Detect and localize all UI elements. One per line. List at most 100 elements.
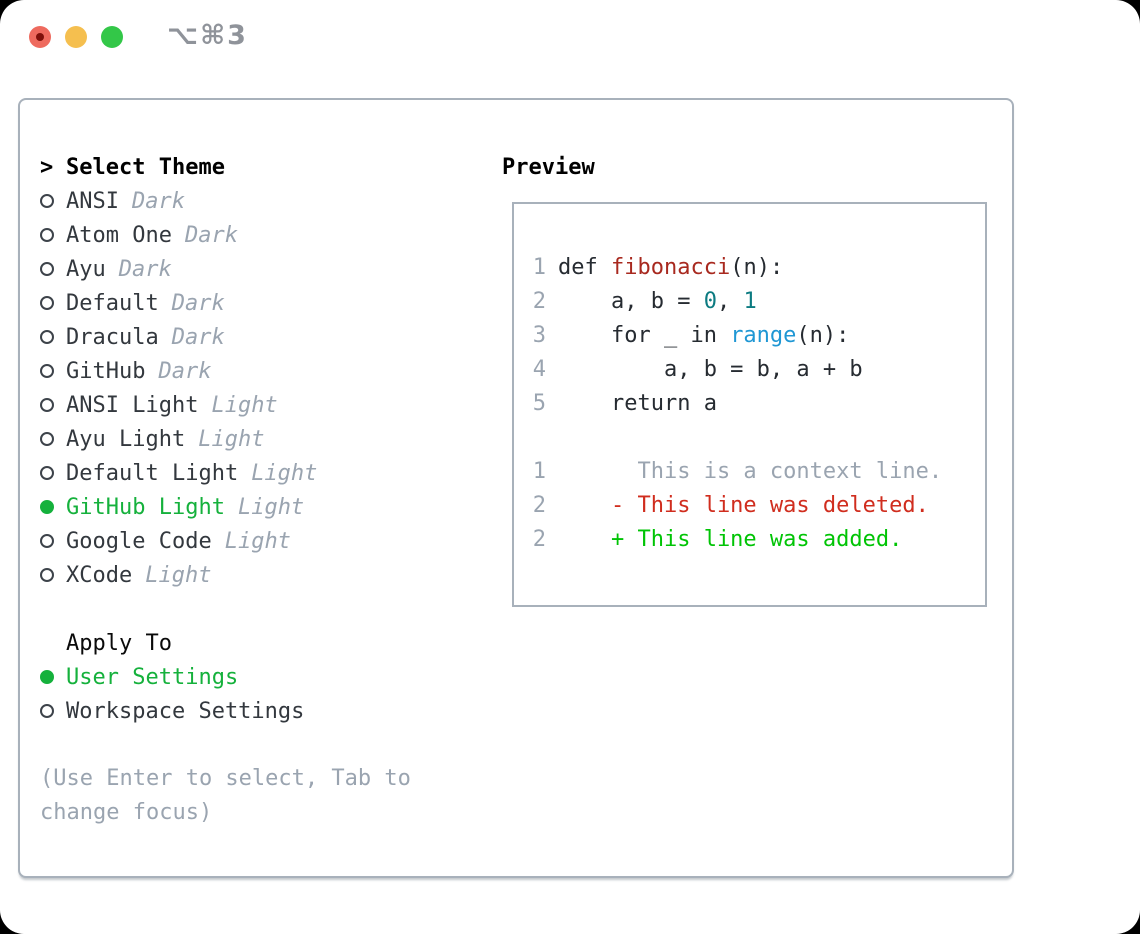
theme-variant-label: Light [198,426,265,452]
code-segment: (n): [730,254,784,280]
code-line [532,420,985,454]
code-content: This is a context line. [558,459,942,484]
theme-name: GitHub Light [66,494,225,520]
theme-list-title: Select Theme [66,154,225,180]
theme-name: Ayu [66,256,106,282]
code-segment: 1 [743,288,757,314]
theme-name: GitHub [66,358,146,384]
theme-variant-label: Dark [118,256,172,282]
code-content: + This line was added. [558,527,902,552]
theme-variant-label: Light [145,562,212,588]
code-line: 3 for _ in range(n): [532,318,985,352]
theme-name: ANSI Light [66,392,199,418]
code-content: a, b = 0, 1 [558,289,757,314]
theme-option[interactable]: Atom One Dark [40,218,480,252]
apply-to-label: User Settings [66,664,239,690]
theme-option[interactable]: Dracula Dark [40,320,480,354]
code-line: 1 def fibonacci(n): [532,250,985,284]
code-line: 2 + This line was added. [532,522,985,556]
section-gap [40,592,480,626]
radio-icon [40,228,66,242]
theme-name: Ayu Light [66,426,186,452]
line-number: 5 [532,390,546,416]
radio-icon [40,364,66,378]
close-dot-icon [36,33,44,41]
theme-name: ANSI [66,188,119,214]
radio-icon [40,704,66,718]
code-content: - This line was deleted. [558,493,929,518]
theme-variant-label: Light [224,528,291,554]
code-content: a, b = b, a + b [558,357,863,382]
line-number: 3 [532,322,546,348]
theme-option[interactable]: ANSI Light Light [40,388,480,422]
radio-icon [40,296,66,310]
theme-option[interactable]: Ayu Dark [40,252,480,286]
section-gap [40,728,480,762]
code-segment: def [558,254,611,280]
traffic-lights [29,26,123,48]
theme-name: Atom One [66,222,172,248]
radio-icon [40,194,66,208]
theme-option[interactable]: GitHub Dark [40,354,480,388]
theme-name: Dracula [66,324,159,350]
apply-to-title: Apply To [66,630,172,656]
code-segment: for _ in [558,322,731,348]
code-segment: This is a context line. [558,458,943,484]
code-content: return a [558,391,717,416]
minimize-button[interactable] [65,26,87,48]
theme-variant-label: Dark [171,290,225,316]
theme-variant-label: Light [251,460,318,486]
theme-variant-label: Light [237,494,305,520]
code-line: 2 - This line was deleted. [532,488,985,522]
preview-title: Preview [502,154,595,180]
radio-icon [40,432,66,446]
radio-selected-icon [40,670,66,684]
line-number: 1 [532,254,546,280]
line-number: 2 [532,288,546,314]
code-segment: + This line was added. [558,526,903,552]
code-segment: , [716,288,744,314]
line-number: 2 [532,492,546,518]
zoom-button[interactable] [101,26,123,48]
close-button[interactable] [29,26,51,48]
radio-icon [40,398,66,412]
code-line: 4 a, b = b, a + b [532,352,985,386]
radio-icon [40,330,66,344]
theme-variant-label: Dark [171,324,225,350]
code-segment: a, b = [558,288,704,314]
radio-icon [40,466,66,480]
theme-variant-label: Dark [158,358,212,384]
theme-option[interactable]: Ayu Light Light [40,422,480,456]
theme-variant-label: Dark [184,222,238,248]
keyboard-hint-text: (Use Enter to select, Tab to change focu… [40,766,411,825]
apply-to-option[interactable]: User Settings [40,660,480,694]
apply-to-label: Workspace Settings [66,698,305,724]
code-content: for _ in range(n): [558,323,849,348]
theme-name: XCode [66,562,133,588]
theme-option[interactable]: XCode Light [40,558,480,592]
apply-to-header: Apply To [40,626,480,660]
theme-option[interactable]: GitHub Light Light [40,490,480,524]
theme-list-header: > Select Theme [40,150,480,184]
window-shortcut-label: ⌥⌘3 [167,20,248,51]
code-line: 2 a, b = 0, 1 [532,284,985,318]
code-segment: a, b = b, a + b [558,356,863,382]
apply-to-option[interactable]: Workspace Settings [40,694,480,728]
code-line: 5 return a [532,386,985,420]
code-content: def fibonacci(n): [558,255,783,280]
line-number: 1 [532,458,546,484]
code-segment: (n): [796,322,850,348]
radio-icon [40,534,66,548]
code-segment: range [730,322,797,348]
theme-variant-label: Light [211,392,278,418]
radio-selected-icon [40,500,66,514]
